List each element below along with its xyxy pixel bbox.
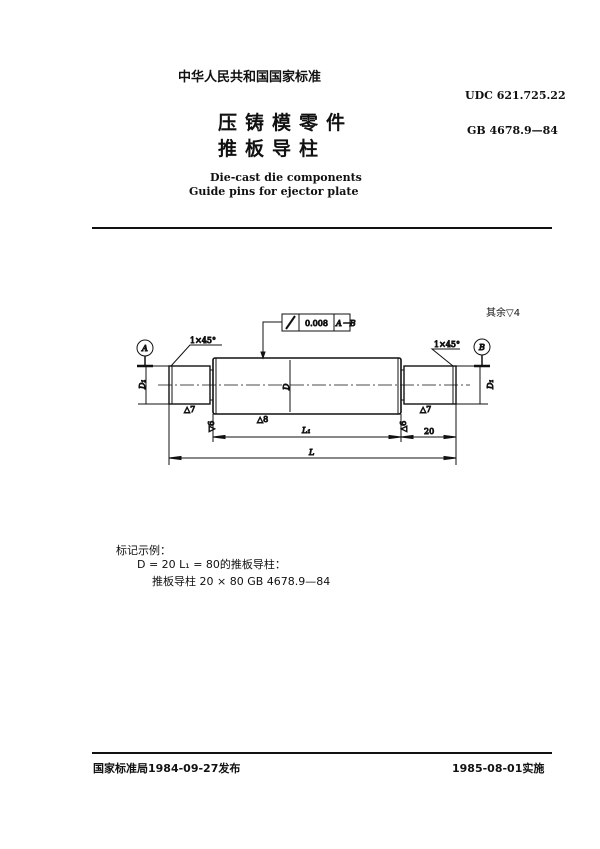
gb-number: GB 4678.9—84: [467, 124, 558, 137]
roughness-right: △7: [420, 405, 431, 414]
example-label: 标记示例：: [116, 544, 171, 557]
issue-date: 国家标准局1984-09-27发布: [93, 762, 241, 775]
tolerance-datum: A－B: [335, 319, 356, 328]
surface-roughness-note: 其余▽4: [486, 308, 521, 319]
example-line1: D = 20 L₁ = 80的推板导柱：: [137, 558, 286, 571]
runout-icon: [285, 315, 296, 330]
title-zh-line2: 推板导柱: [218, 138, 327, 160]
main-body: [212, 357, 402, 415]
tolerance-value: 0.008: [305, 319, 328, 328]
dim-20: 20: [424, 427, 434, 436]
datum-b: B: [478, 343, 485, 352]
chamfer-right: 1×45°: [434, 340, 460, 349]
chamfer-left: 1×45°: [190, 336, 216, 345]
tolerance-frame: [281, 313, 351, 332]
dim-d1-right: D₁: [486, 379, 495, 390]
example-line2: 推板导柱 20 × 80 GB 4678.9—84: [152, 575, 331, 588]
roughness-body: △8: [257, 415, 268, 424]
title-zh-line1: 压铸模零件: [218, 112, 354, 134]
title-en-line2: Guide pins for ejector plate: [189, 185, 359, 198]
roughness-left: △7: [184, 405, 195, 414]
roughness-shoulder-left: ▽6: [207, 421, 216, 432]
dim-l1: L₁: [301, 426, 311, 435]
title-en-line1: Die-cast die components: [210, 171, 362, 184]
udc-number: UDC 621.725.22: [465, 89, 566, 102]
dim-d: D: [282, 383, 291, 391]
national-standard-heading: 中华人民共和国国家标准: [178, 70, 322, 85]
effective-date: 1985-08-01实施: [452, 762, 545, 775]
footer-divider: [92, 752, 552, 754]
right-journal: [403, 365, 457, 405]
dim-l: L: [308, 448, 314, 457]
roughness-shoulder-right: △6: [399, 421, 408, 432]
dim-d1-left: D₁: [138, 379, 147, 390]
datum-a: A: [141, 344, 148, 353]
header-divider: [92, 227, 552, 229]
